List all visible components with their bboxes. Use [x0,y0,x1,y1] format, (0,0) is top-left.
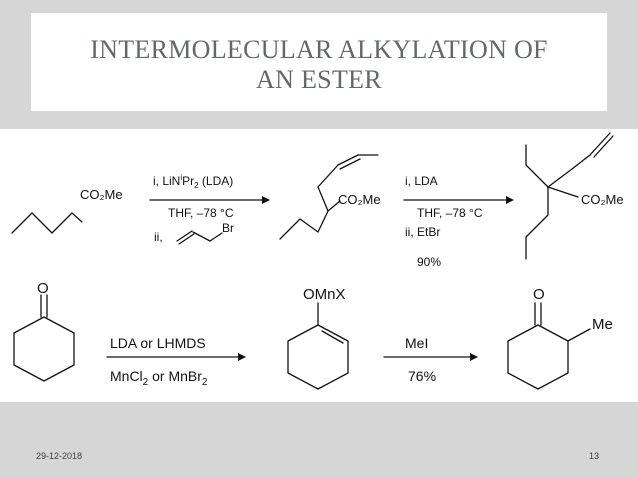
product2-vinyl-a [589,132,611,156]
product2-vinyl-b [593,135,614,158]
product2-allyl [547,154,591,188]
allyl-bromide-cbr [209,232,223,242]
enolate-label: OMnX [303,286,346,303]
title-box: INTERMOLECULAR ALKYLATION OF AN ESTER [31,13,607,111]
product2-ester-label: CO₂Me [581,192,624,207]
ester-group-label: CO₂Me [80,187,123,202]
product2-propyl [525,186,549,260]
methyl-bond [567,328,591,342]
bromine-label: Br [222,221,234,235]
reagent-lda-line: i, LiNiPr2 (LDA) [153,173,233,190]
reaction-scheme: CO₂Me i, LiNiPr2 (LDA) THF, –78 °C ii, B… [11,132,624,390]
product1-ester-label: CO₂Me [338,192,381,207]
product2-ethyl [525,144,549,188]
cyclohexanone-o: O [37,280,49,297]
reagent-mei: MeI [405,335,428,351]
enolate-ring [287,324,349,390]
product2-ester-bond [547,186,579,198]
yield-label-2: 76% [408,368,436,384]
reagent-lda-2: i, LDA [405,174,438,188]
enolate-double-bond [321,330,344,344]
methyl-label: Me [592,316,613,333]
footer-date: 29-12-2018 [36,451,83,461]
product1-ester-bond [327,200,341,212]
methylcyclohexanone-ring [507,324,569,390]
conditions-label-1: THF, –78 °C [168,206,234,220]
allyl-bromide-prefix: ii, [154,230,163,244]
slide-title: INTERMOLECULAR ALKYLATION OF AN ESTER [31,35,607,95]
title-line-1: INTERMOLECULAR ALKYLATION OF [90,35,548,64]
allyl-bromide-double-a [176,230,193,242]
product1-propyl [279,210,329,240]
reagent-lda-lhmds: LDA or LHMDS [110,335,206,351]
title-line-2: AN ESTER [256,65,382,94]
arrowhead-2 [506,196,514,204]
methylcyclohexanone-o: O [533,286,545,303]
reagent-mn-salt: MnCl2 or MnBr2 [110,368,208,388]
product1-vinyl-a [337,154,359,166]
product1-allyl [317,164,339,212]
product1-vinyl-b [339,158,361,170]
scheme-panel: CO₂Me i, LiNiPr2 (LDA) THF, –78 °C ii, B… [0,129,638,402]
arrowhead-3 [238,353,246,361]
page-number: 13 [589,451,600,461]
arrowhead-4 [470,353,478,361]
yield-label-1: 90% [417,255,441,269]
allyl-bromide-double-b [178,233,195,245]
cyclohexanone-ring [13,316,75,382]
reagent-etbr: ii, EtBr [405,225,440,239]
conditions-label-2: THF, –78 °C [417,206,483,220]
ester-chain [11,212,83,234]
allyl-bromide-bond [192,231,211,242]
arrowhead-1 [262,196,270,204]
